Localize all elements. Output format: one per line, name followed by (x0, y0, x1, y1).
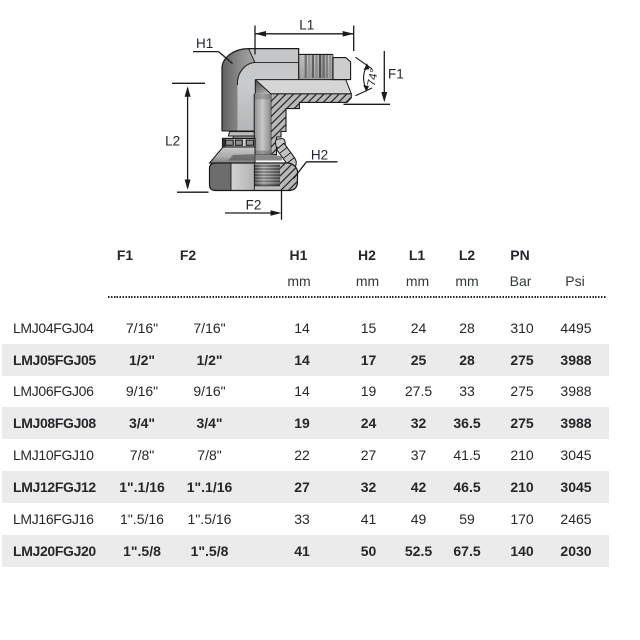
svg-text:H1: H1 (196, 36, 213, 51)
svg-text:74°: 74° (366, 68, 382, 88)
svg-text:L2: L2 (165, 134, 180, 149)
svg-text:F1: F1 (388, 67, 404, 82)
svg-text:H2: H2 (311, 148, 328, 163)
svg-text:L1: L1 (299, 18, 314, 33)
svg-text:F2: F2 (246, 198, 262, 213)
